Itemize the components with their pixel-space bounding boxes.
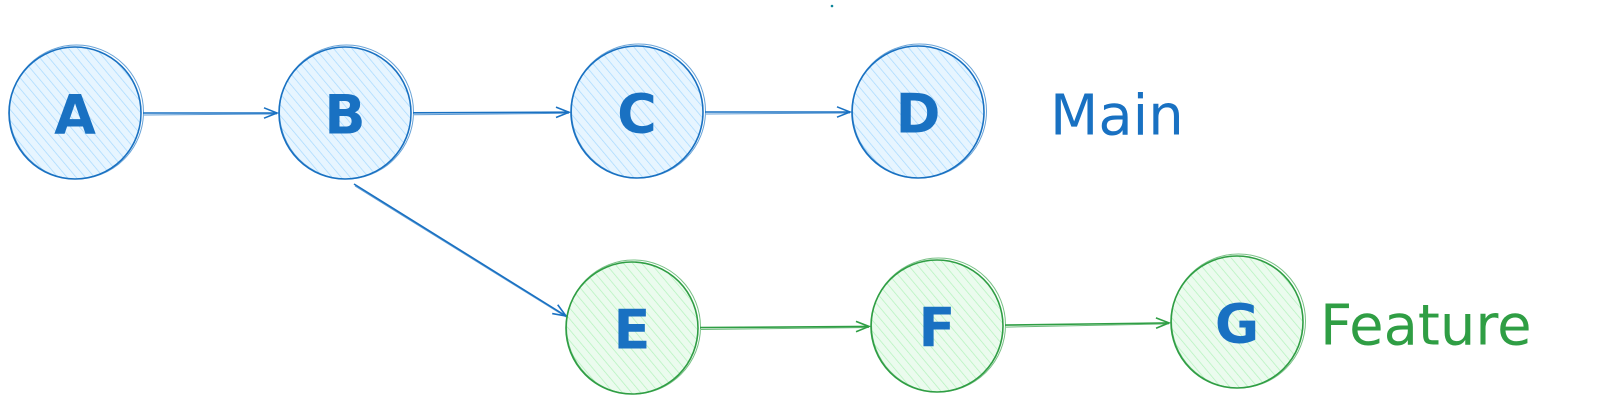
node-outline-sketch	[571, 43, 706, 179]
node-outline-sketch	[9, 44, 144, 180]
branch-label-main: Main	[1050, 84, 1184, 149]
node-outline-sketch	[871, 257, 1006, 393]
arrowhead-B-C	[555, 106, 572, 119]
arrowhead-F-G	[1155, 317, 1172, 330]
commit-node-A: A	[8, 44, 144, 180]
nodes-layer: A B C D E F G	[8, 43, 1306, 395]
node-outline-sketch	[1171, 253, 1306, 389]
commit-node-B: B	[278, 44, 414, 180]
node-hatch	[852, 46, 984, 178]
edge-B-C	[412, 106, 572, 119]
commit-label-E: E	[614, 299, 651, 362]
edge-B-E	[353, 183, 568, 318]
edge-E-F	[699, 320, 872, 333]
edge-F-G	[1004, 317, 1172, 330]
arrowhead-A-B	[263, 107, 280, 119]
node-hatch	[279, 47, 411, 179]
node-hatch	[571, 46, 703, 178]
node-hatch	[9, 47, 141, 179]
node-outline-sketch	[852, 43, 987, 179]
arrowhead-B-E	[552, 304, 568, 318]
commit-node-C: C	[570, 43, 706, 179]
commit-node-F: F	[870, 257, 1006, 393]
commit-node-G: G	[1170, 253, 1306, 389]
commit-node-D: D	[851, 43, 987, 179]
stray-dot	[830, 4, 834, 8]
arrowhead-E-F	[855, 320, 872, 333]
node-hatch	[1171, 256, 1303, 388]
node-hatch	[566, 262, 698, 394]
node-hatch	[871, 260, 1003, 392]
commit-label-B: B	[324, 84, 365, 147]
edge-A-B	[143, 107, 280, 119]
commit-label-F: F	[919, 297, 956, 360]
edge-C-D	[705, 106, 853, 118]
commit-label-C: C	[617, 83, 657, 146]
commit-label-D: D	[896, 83, 941, 146]
commit-node-E: E	[565, 259, 701, 395]
edges-layer	[143, 106, 1172, 333]
node-outline-sketch	[279, 44, 414, 180]
commit-label-A: A	[54, 84, 96, 147]
commit-label-G: G	[1215, 293, 1259, 356]
branch-label-feature: Feature	[1320, 294, 1532, 359]
arrowhead-C-D	[836, 106, 853, 118]
node-outline-sketch	[566, 259, 701, 395]
